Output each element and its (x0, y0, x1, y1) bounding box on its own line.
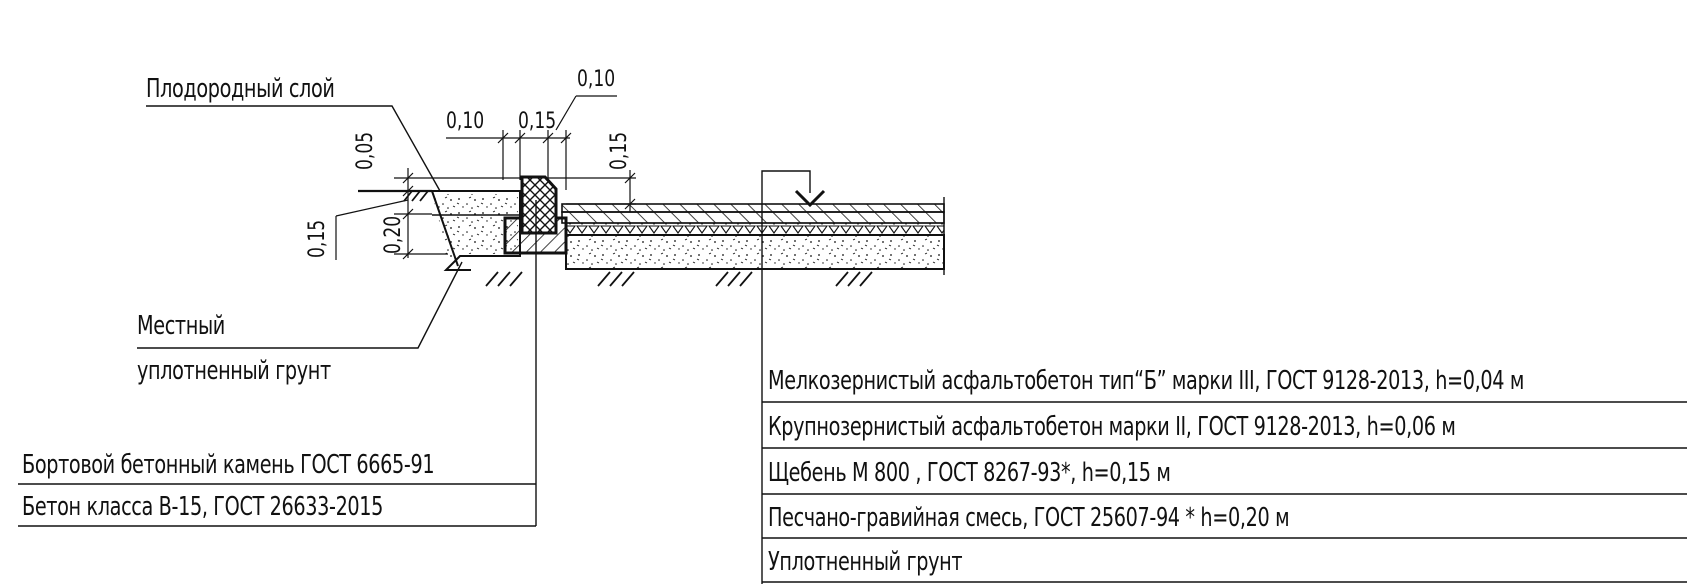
curb-stone-label: Бортовой бетонный камень ГОСТ 6665-91 (22, 450, 435, 480)
dim-top-015: 0,15 (518, 109, 557, 134)
layer-table-lines (762, 401, 1687, 583)
sand-gravel-layer (565, 234, 945, 270)
asphalt-fine-layer (561, 203, 945, 213)
layer-5-label: Уплотненный грунт (768, 547, 963, 577)
dim-left-020: 0,20 (381, 215, 406, 254)
asphalt-coarse-layer (561, 211, 945, 224)
layer-3-label: Щебень М 800 , ГОСТ 8267-93*, h=0,15 м (768, 458, 1171, 488)
concrete-base-outline (432, 190, 521, 271)
dim-left-005: 0,05 (353, 131, 378, 170)
fertile-layer-label: Плодородный слой (146, 74, 335, 104)
ground-hatch-marks (403, 190, 873, 287)
fertile-leader (146, 105, 441, 192)
layers-leader (761, 170, 811, 584)
top-dimension-lines (446, 95, 617, 190)
concrete-base-fill (432, 194, 518, 264)
local-soil-leader (137, 261, 463, 349)
crushed-stone-layer (565, 222, 945, 236)
dim-left-015: 0,15 (305, 219, 330, 258)
layer-2-label: Крупнозернистый асфальтобетон марки II, … (768, 412, 1456, 442)
dim-top-010-b: 0,10 (577, 67, 616, 92)
dim-right-015: 0,15 (607, 131, 632, 170)
curb-stone (520, 175, 558, 235)
concrete-class-label: Бетон класса В-15, ГОСТ 26633-2015 (22, 492, 384, 522)
local-soil-label-line2: уплотненный грунт (137, 356, 331, 386)
layer-1-label: Мелкозернистый асфальтобетон тип“Б” марк… (768, 366, 1525, 396)
dim-top-010-a: 0,10 (446, 109, 485, 134)
layer-4-label: Песчано-гравийная смесь, ГОСТ 25607-94 *… (768, 503, 1290, 533)
local-soil-label-line1: Местный (137, 311, 225, 341)
